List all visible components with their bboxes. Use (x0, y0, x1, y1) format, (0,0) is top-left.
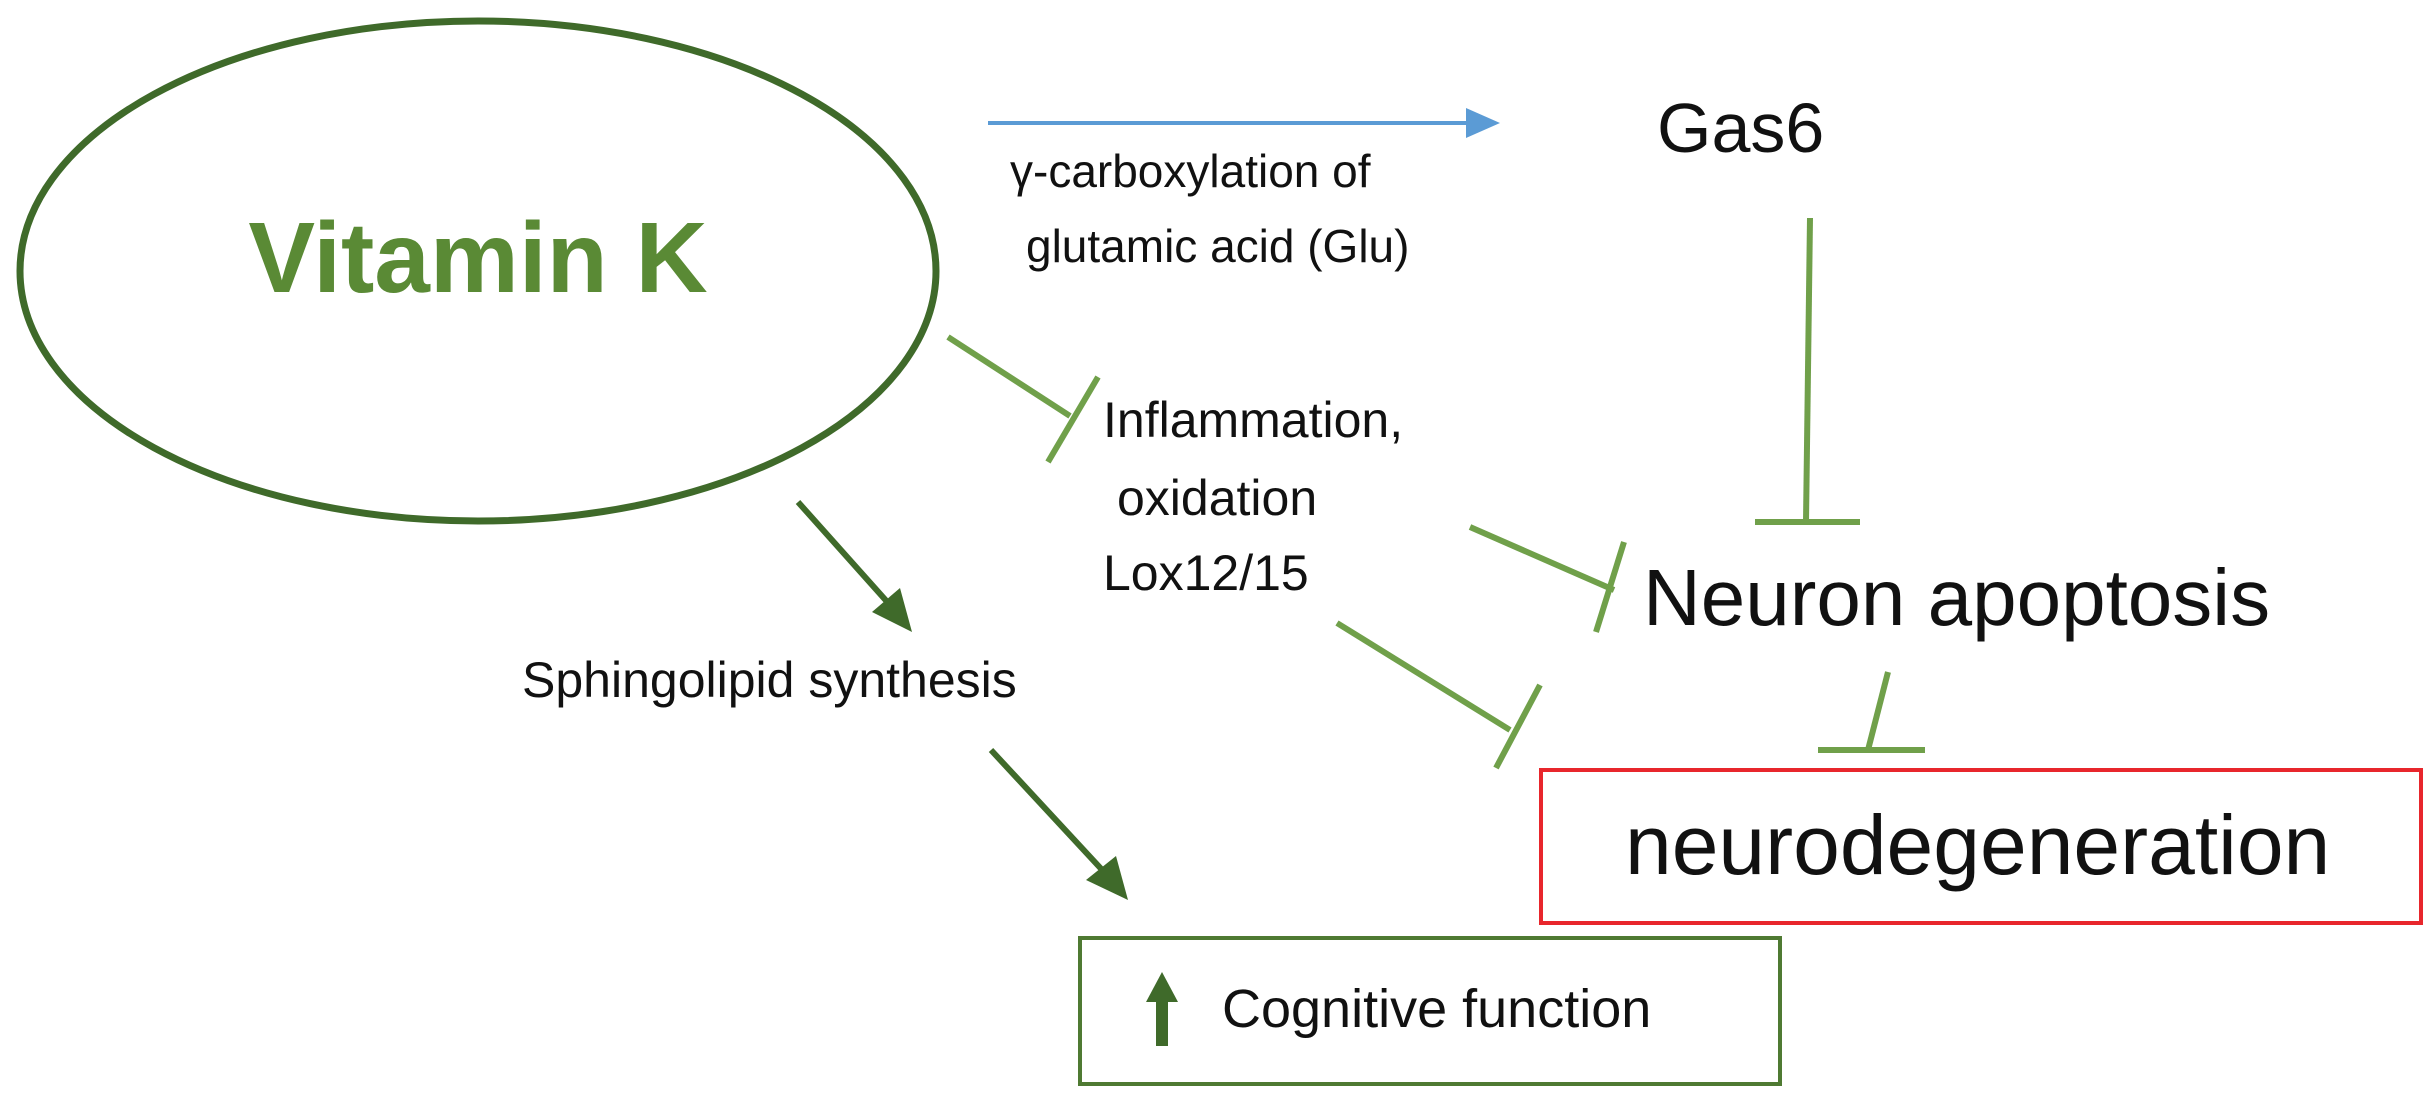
carboxylation-label-line2: glutamic acid (Glu) (1026, 220, 1409, 272)
vitamink-inflammation-inhibition (946, 334, 1101, 464)
sphingolipid-label: Sphingolipid synthesis (522, 652, 1017, 708)
gas6-label: Gas6 (1657, 89, 1824, 167)
inflammation-label-line1: Inflammation, (1103, 392, 1403, 448)
carboxylation-arrow (988, 108, 1500, 138)
vitamink-sphingolipid-arrow (795, 500, 912, 632)
cognitive-function-box (1078, 936, 1782, 1086)
neurodegeneration-box (1539, 768, 2423, 925)
cognitive-function-label: Cognitive function (1222, 979, 1651, 1039)
inflammation-label-line2: oxidation (1117, 470, 1317, 526)
vitamin-k-label: Vitamin K (248, 202, 707, 314)
gas6-inhibition (1755, 217, 1860, 525)
inflammation-neurodegeneration-inhibition (1335, 620, 1543, 770)
vitamin-k-ellipse (16, 17, 940, 525)
up-arrow-icon (1146, 972, 1178, 1046)
apoptosis-neurodegeneration-inhibition (1818, 671, 1925, 753)
neuron-apoptosis-label: Neuron apoptosis (1643, 553, 2270, 642)
inflammation-label-line3: Lox12/15 (1103, 545, 1309, 601)
neurodegeneration-label: neurodegeneration (1625, 798, 2330, 892)
sphingolipid-cognitive-arrow (988, 747, 1128, 900)
carboxylation-label-line1: γ-carboxylation of (1010, 145, 1371, 197)
inflammation-apoptosis-inhibition (1468, 524, 1627, 633)
